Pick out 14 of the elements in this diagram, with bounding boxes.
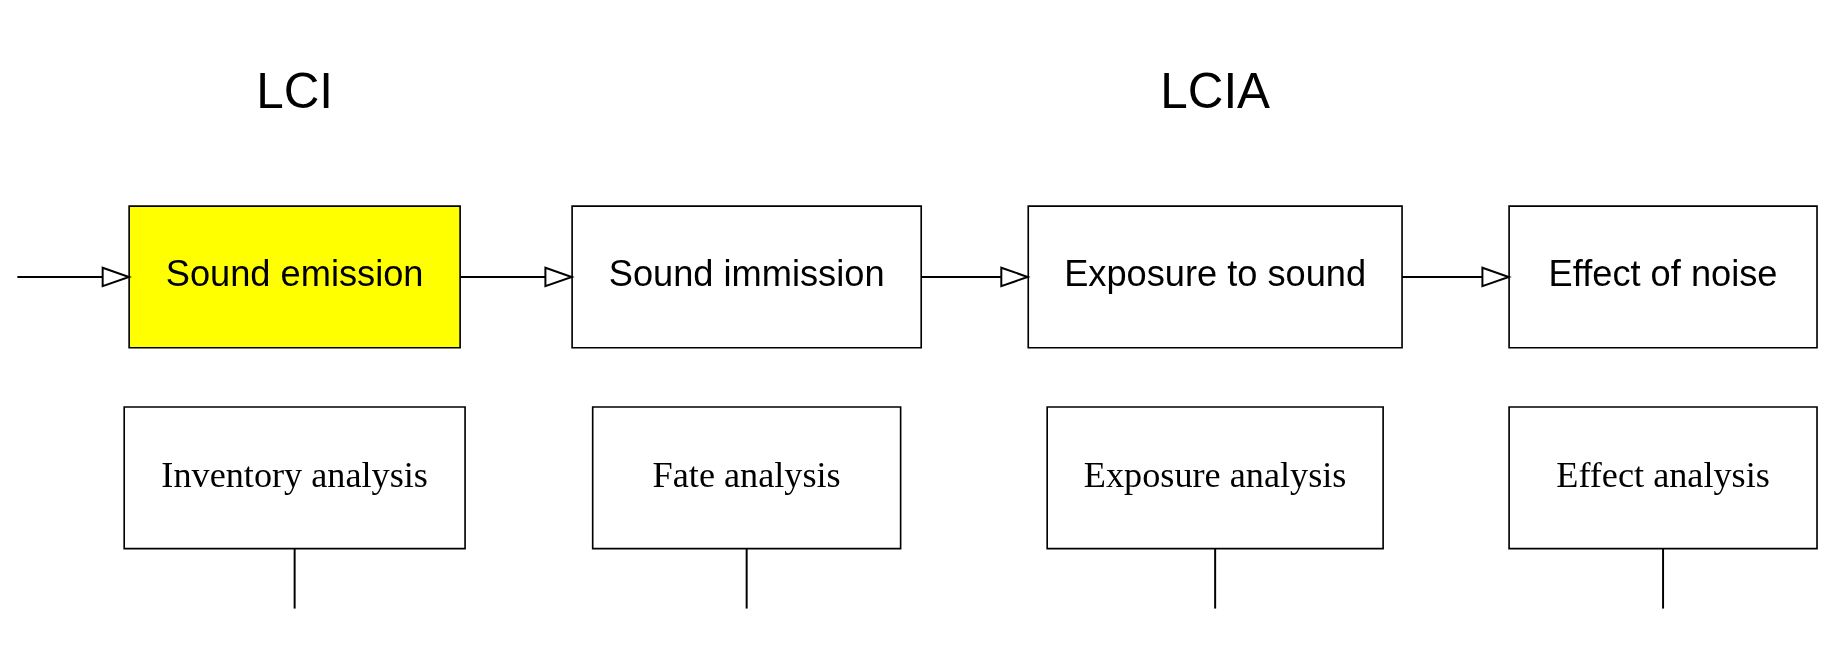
label: LCIA (1160, 63, 1271, 119)
arrow (1401, 266, 1512, 288)
node-box: Effect of noise (1508, 205, 1818, 349)
node-box: Sound emission (128, 205, 461, 349)
node-box: Sound immission (571, 205, 923, 349)
node-box: Inventory analysis (123, 406, 466, 550)
arrow (920, 266, 1031, 288)
node-box: Effect analysis (1508, 406, 1818, 550)
node-box: Exposure analysis (1046, 406, 1384, 550)
node-box: Exposure to sound (1027, 205, 1403, 349)
node-box: Fate analysis (591, 406, 902, 550)
label: LCI (256, 63, 334, 119)
arrow (459, 266, 575, 288)
arrow (16, 266, 132, 288)
